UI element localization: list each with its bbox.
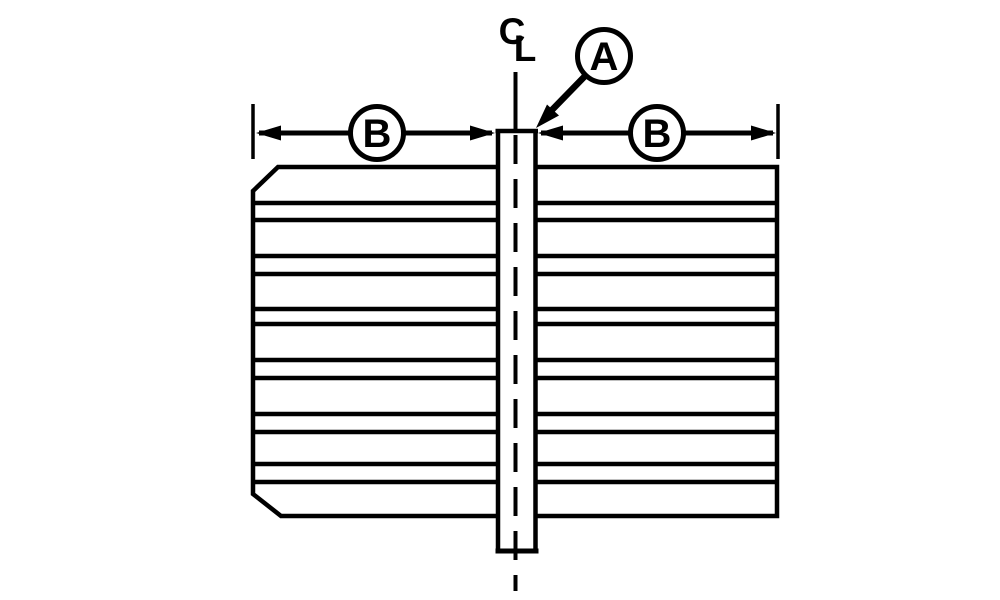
right-block-fin-lines — [537, 200, 776, 485]
callout-label-b-left: B — [363, 112, 392, 156]
left-core-block — [250, 164, 496, 519]
callout-label-b-right: B — [643, 112, 672, 156]
dimension-b-right: B — [538, 104, 780, 162]
callout-circle-b-left — [348, 104, 406, 162]
left-block-outline — [250, 164, 496, 519]
dimension-b-left: B — [251, 104, 495, 162]
callout-circle-a — [575, 27, 633, 85]
left-block-fin-lines — [253, 200, 496, 485]
centerline-symbol-c: C — [499, 11, 526, 52]
center-tube — [495, 128, 539, 554]
right-core-block — [537, 164, 780, 519]
arrowhead-right-icon — [470, 125, 495, 141]
callout-label-a: A — [590, 35, 619, 79]
centerline-symbol: C L — [499, 11, 537, 69]
callout-a: A — [536, 27, 633, 128]
centerline-symbol-l: L — [514, 28, 537, 69]
callout-circle-b-right — [628, 104, 686, 162]
leader-line — [547, 72, 589, 115]
arrowhead-right-icon — [751, 125, 776, 141]
right-block-outline — [537, 164, 780, 519]
arrowhead-left-icon — [256, 125, 281, 141]
leader-arrowhead-icon — [536, 104, 559, 128]
arrowhead-left-icon — [538, 125, 563, 141]
